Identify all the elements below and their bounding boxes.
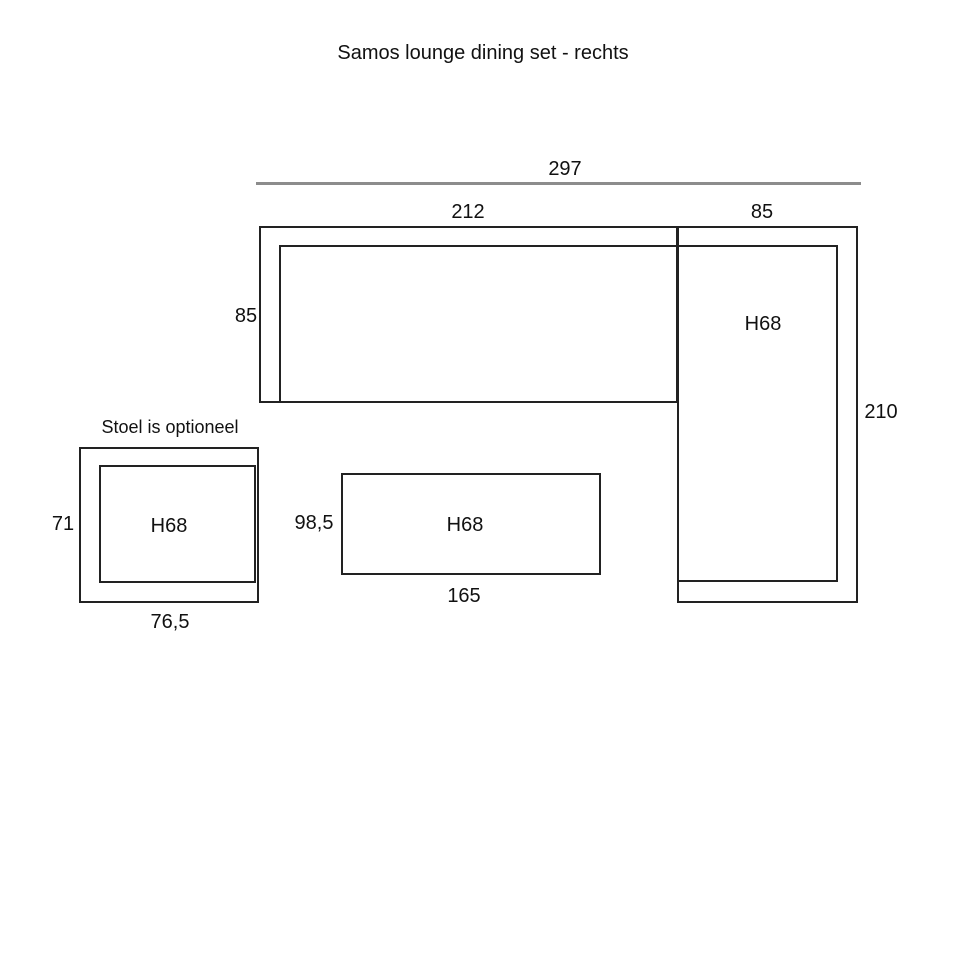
chair-outer-rect	[79, 447, 259, 603]
table-rect	[341, 473, 601, 575]
chair-note: Stoel is optioneel	[101, 417, 239, 437]
overall-width-label: 297	[548, 158, 582, 180]
overall-width-dim-line	[256, 182, 861, 185]
table-depth-label: 98,5	[294, 512, 334, 534]
sofa-corner-height-label: H68	[744, 313, 782, 335]
left-section-width-label: 212	[451, 201, 485, 223]
table-height-label: H68	[446, 514, 484, 536]
table-width-label: 165	[447, 585, 481, 607]
chair-depth-label: 71	[51, 513, 75, 535]
sofa-corner-length-label: 210	[864, 401, 898, 423]
chair-inner-rect	[99, 465, 256, 583]
diagram-title: Samos lounge dining set - rechts	[337, 42, 629, 64]
chair-width-label: 76,5	[150, 611, 190, 633]
sofa-left-inner-rect	[279, 245, 679, 403]
sofa-depth-label: 85	[234, 305, 258, 327]
sofa-corner-inner-rect	[677, 245, 838, 582]
chair-height-label: H68	[150, 515, 188, 537]
corner-section-width-label: 85	[750, 201, 774, 223]
